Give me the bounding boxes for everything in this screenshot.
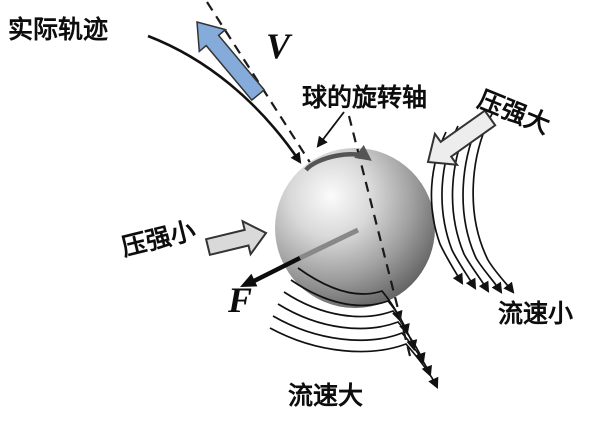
pressure-high-arrow [426, 109, 497, 167]
pressure-low-label: 压强小 [119, 217, 199, 262]
force-arrow-shaft [248, 255, 302, 286]
flow-line [472, 111, 515, 294]
flow-line [277, 303, 426, 365]
force-arrow-inner-segment [298, 227, 360, 261]
rotation-axis-label: 球的旋转轴 [302, 83, 427, 112]
flow-line [272, 315, 432, 378]
spinning-ball [275, 148, 435, 308]
velocity-label: V [266, 26, 293, 66]
flow-lines-bottom [269, 267, 439, 389]
velocity-arrow [196, 21, 266, 102]
flow-line [269, 327, 439, 389]
force-arrowhead [240, 273, 258, 287]
trajectory-curve [147, 34, 302, 164]
force-label: F [227, 280, 252, 320]
motion-direction-dashed-line [206, 1, 312, 165]
force-arrow [240, 227, 360, 287]
trajectory-label: 实际轨迹 [8, 15, 108, 44]
flow-slow-label: 流速小 [498, 300, 573, 328]
flow-fast-label: 流速大 [288, 382, 363, 410]
pressure-low-arrow [204, 219, 268, 257]
spin-direction-arrow [304, 144, 372, 172]
axis-label-leader-arrow [316, 111, 345, 148]
flow-line [462, 115, 503, 294]
flow-line [290, 279, 410, 336]
